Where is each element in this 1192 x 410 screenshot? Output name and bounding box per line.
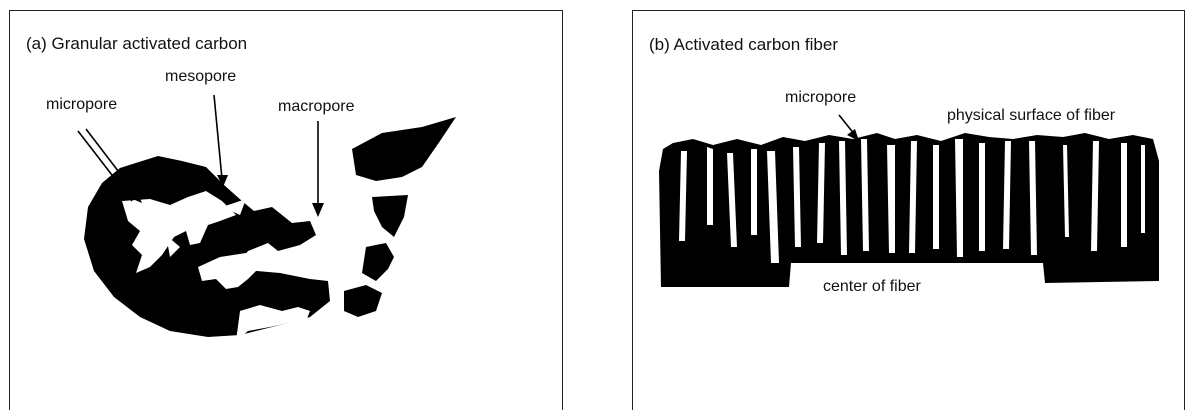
panel-activated-carbon-fiber: (b) Activated carbon fiber micropore phy… [632,10,1185,410]
carbon-fragment-3 [362,243,394,281]
arrow-mesopore [214,95,222,179]
granular-carbon-illustration [10,11,564,409]
carbon-fragment-2 [372,195,408,237]
carbon-fragment-top [352,117,456,181]
carbon-fragment-4 [344,285,382,317]
label-center-of-fiber: center of fiber [823,279,921,295]
panel-granular-activated-carbon: (a) Granular activated carbon micropore … [9,10,563,410]
fiber-cross-section-illustration [633,11,1186,409]
pore-channel-bottom [236,305,310,341]
